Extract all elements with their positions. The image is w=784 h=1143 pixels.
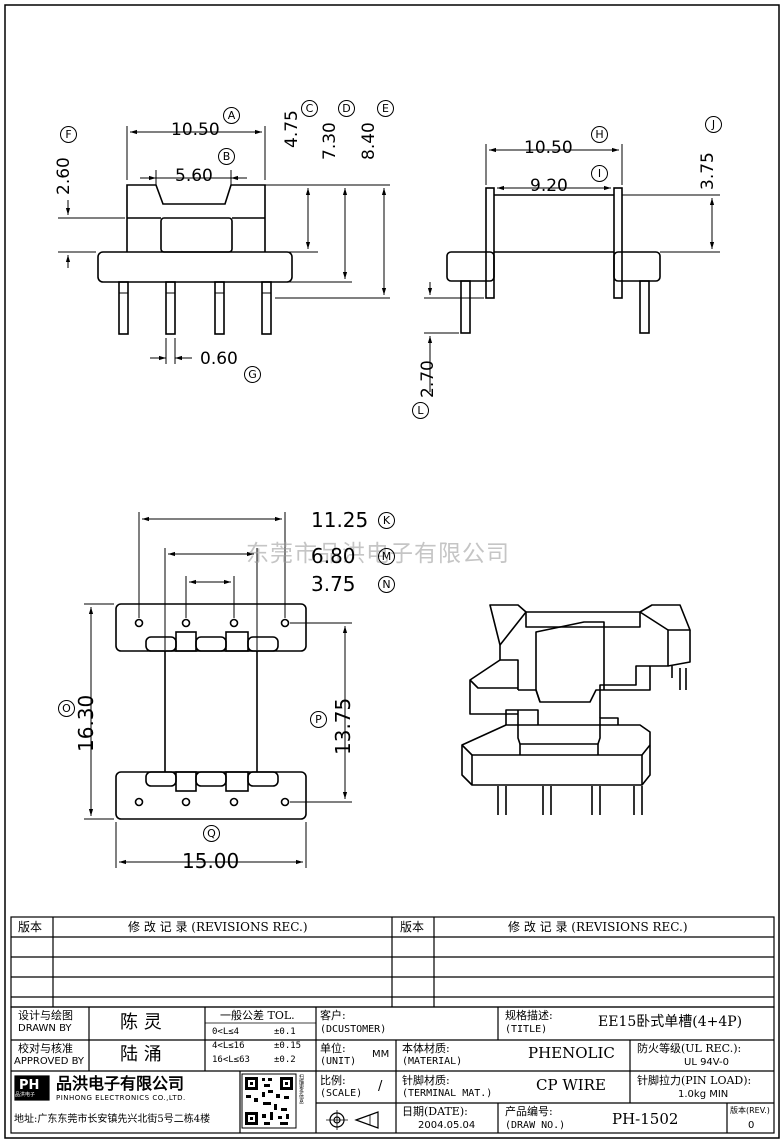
fire-label: 防火等级(UL REC.): [637, 1042, 742, 1055]
dim-j: 3.75 [698, 152, 718, 190]
top-view-dimensions [84, 512, 352, 868]
marker-c: C [301, 100, 318, 117]
dim-k: 11.25 [311, 508, 369, 532]
marker-p: P [310, 711, 327, 728]
terminal-label-cn: 针脚材质: [402, 1074, 450, 1087]
revision-header-right: 修 改 记 录 (REVISIONS REC.) [508, 920, 688, 934]
unit-label-en: (UNIT) [320, 1056, 357, 1067]
rev-label: 版本(REV.) [730, 1106, 770, 1115]
revision-version-label-right: 版本 [400, 920, 425, 934]
date-label: 日期(DATE): [402, 1105, 468, 1118]
pinload-value: 1.0kg MIN [678, 1089, 729, 1100]
material-label-cn: 本体材质: [402, 1042, 450, 1055]
side-view [446, 187, 661, 334]
tolerance-value-3: ±0.2 [274, 1055, 296, 1065]
rev-value: 0 [748, 1120, 755, 1131]
marker-q: Q [203, 825, 220, 842]
marker-g: G [244, 366, 261, 383]
scale-label-cn: 比例: [320, 1074, 346, 1087]
dim-l: 2.70 [418, 360, 438, 398]
front-view [97, 184, 293, 335]
company-logo-sub: 品洪电子 [15, 1092, 36, 1098]
tolerance-range-2: 4<L≤16 [212, 1041, 245, 1051]
top-view [115, 603, 307, 820]
spec-label-en: (TITLE) [505, 1024, 548, 1035]
terminal-label-en: (TERMINAL MAT.) [402, 1088, 493, 1099]
dim-c: 4.75 [282, 110, 302, 148]
unit-value: MM [372, 1049, 390, 1060]
marker-i: I [591, 165, 608, 182]
marker-h: H [591, 126, 608, 143]
marker-n: N [378, 576, 395, 593]
qr-caption: 扫描更多信息 [298, 1074, 304, 1104]
tolerance-range-1: 0<L≤4 [212, 1027, 240, 1037]
drawno-label-en: (DRAW NO.) [505, 1120, 566, 1131]
isometric-view [461, 604, 691, 815]
company-name-en: PINHONG ELECTRONICS CO.,LTD. [56, 1094, 186, 1102]
marker-k: K [378, 512, 395, 529]
title-block [10, 1006, 775, 1134]
dim-e: 8.40 [359, 122, 379, 160]
marker-b: B [218, 148, 235, 165]
company-name-cn: 品洪电子有限公司 [56, 1074, 185, 1093]
approved-label-cn: 校对与核准 [18, 1042, 73, 1055]
terminal-value: CP WIRE [536, 1076, 606, 1094]
drawno-value: PH-1502 [612, 1110, 679, 1128]
marker-e: E [377, 100, 394, 117]
dim-q: 15.00 [182, 849, 240, 873]
revision-version-label-left: 版本 [18, 920, 43, 934]
marker-o: O [58, 700, 75, 717]
marker-m: M [378, 548, 395, 565]
sheet-border [4, 4, 780, 1139]
tolerance-range-3: 16<L≤63 [212, 1055, 250, 1065]
tolerance-value-1: ±0.1 [274, 1027, 296, 1037]
side-view-dimensions [424, 144, 720, 392]
dim-h: 10.50 [524, 138, 573, 158]
dim-p: 13.75 [331, 697, 355, 755]
approved-by-name: 陆 涌 [120, 1044, 162, 1065]
spec-label-cn: 规格描述: [505, 1009, 553, 1022]
dim-d: 7.30 [320, 122, 340, 160]
dim-m: 6.80 [311, 544, 356, 568]
pinload-label: 针脚拉力(PIN LOAD): [637, 1074, 752, 1087]
dim-o: 16.30 [74, 694, 98, 752]
drawn-by-label-en: DRAWN BY [18, 1023, 72, 1034]
drawno-label-cn: 产品编号: [505, 1105, 553, 1118]
approved-label-en: APPROVED BY [14, 1056, 85, 1067]
dim-f: 2.60 [54, 157, 74, 195]
fire-value: UL 94V-0 [684, 1057, 730, 1068]
tolerance-value-2: ±0.15 [274, 1041, 302, 1051]
marker-l: L [412, 402, 429, 419]
date-value: 2004.05.04 [418, 1120, 476, 1131]
dim-i: 9.20 [530, 176, 568, 196]
marker-d: D [338, 100, 355, 117]
watermark: 东莞市品洪电子有限公司 [246, 541, 510, 567]
unit-label-cn: 单位: [320, 1042, 346, 1055]
spec-value: EE15卧式单槽(4+4P) [598, 1014, 743, 1030]
material-value: PHENOLIC [528, 1044, 615, 1062]
marker-j: J [705, 116, 722, 133]
drawn-by-name: 陈 灵 [120, 1012, 162, 1033]
customer-label-cn: 客户: [320, 1009, 346, 1022]
revision-header-left: 修 改 记 录 (REVISIONS REC.) [128, 920, 308, 934]
material-label-en: (MATERIAL) [402, 1056, 463, 1067]
dim-n: 3.75 [311, 572, 356, 596]
dim-a: 10.50 [171, 120, 220, 140]
dim-g: 0.60 [200, 349, 238, 369]
scale-label-en: (SCALE) [320, 1088, 363, 1099]
marker-f: F [60, 126, 77, 143]
scale-value: / [378, 1079, 383, 1094]
front-view-dimensions [58, 126, 390, 364]
customer-label-en: (DCUSTOMER) [320, 1024, 387, 1035]
dim-b: 5.60 [175, 166, 213, 186]
marker-a: A [223, 107, 240, 124]
drawn-by-label-cn: 设计与绘图 [18, 1009, 73, 1022]
tolerance-label: 一般公差 TOL. [220, 1009, 295, 1022]
company-address: 地址:广东东莞市长安镇先兴北街5号二栋4楼 [14, 1114, 211, 1125]
company-logo: PH [19, 1078, 40, 1093]
